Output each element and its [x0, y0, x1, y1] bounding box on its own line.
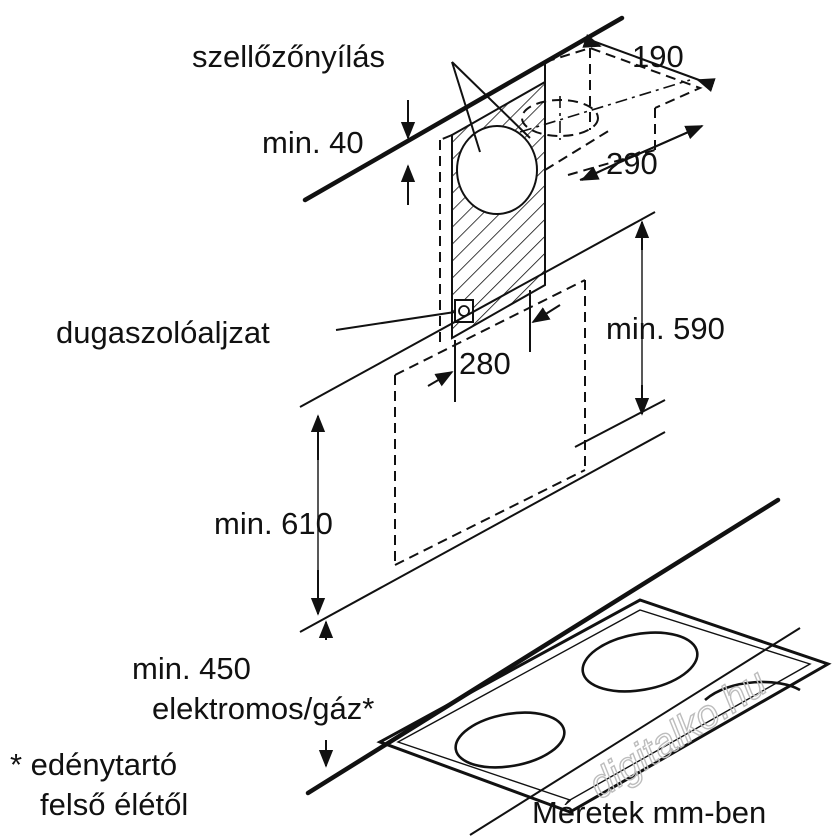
min-590-label: min. 590: [606, 311, 725, 346]
vent-opening-label: szellőzőnyílás: [192, 39, 385, 74]
units-note: Méretek mm-ben: [532, 795, 766, 830]
watermark: digitalko.hu: [581, 660, 775, 807]
dim-280-arrows: [427, 304, 561, 387]
burner-icon: [454, 711, 566, 769]
countertop: [305, 497, 801, 836]
socket-icon: [454, 299, 474, 323]
installation-panel: [439, 62, 546, 345]
dim-290-arrows: [579, 125, 704, 181]
min-40-label: min. 40: [262, 125, 364, 160]
cooktop: [376, 598, 832, 814]
dim-190-label: 190: [632, 39, 684, 74]
vent-leader-lines: [451, 61, 531, 153]
footnote-line1: * edénytartó: [10, 747, 177, 782]
burner-icon: [581, 631, 699, 693]
ceiling-line: [302, 15, 625, 203]
min-450-label-line2: elektromos/gáz*: [152, 691, 374, 726]
reference-lines: [299, 211, 666, 633]
hood-outline: [394, 279, 586, 566]
dim-280-label: 280: [459, 346, 511, 381]
min-610-label: min. 610: [214, 506, 333, 541]
dim-190-arrows: [582, 34, 716, 92]
socket-label: dugaszolóaljzat: [56, 315, 270, 350]
socket-leader-line: [335, 311, 456, 331]
dim-290-label: 290: [606, 146, 658, 181]
min-450-label-line1: min. 450: [132, 651, 251, 686]
footnote-line2: felső élétől: [40, 787, 188, 822]
